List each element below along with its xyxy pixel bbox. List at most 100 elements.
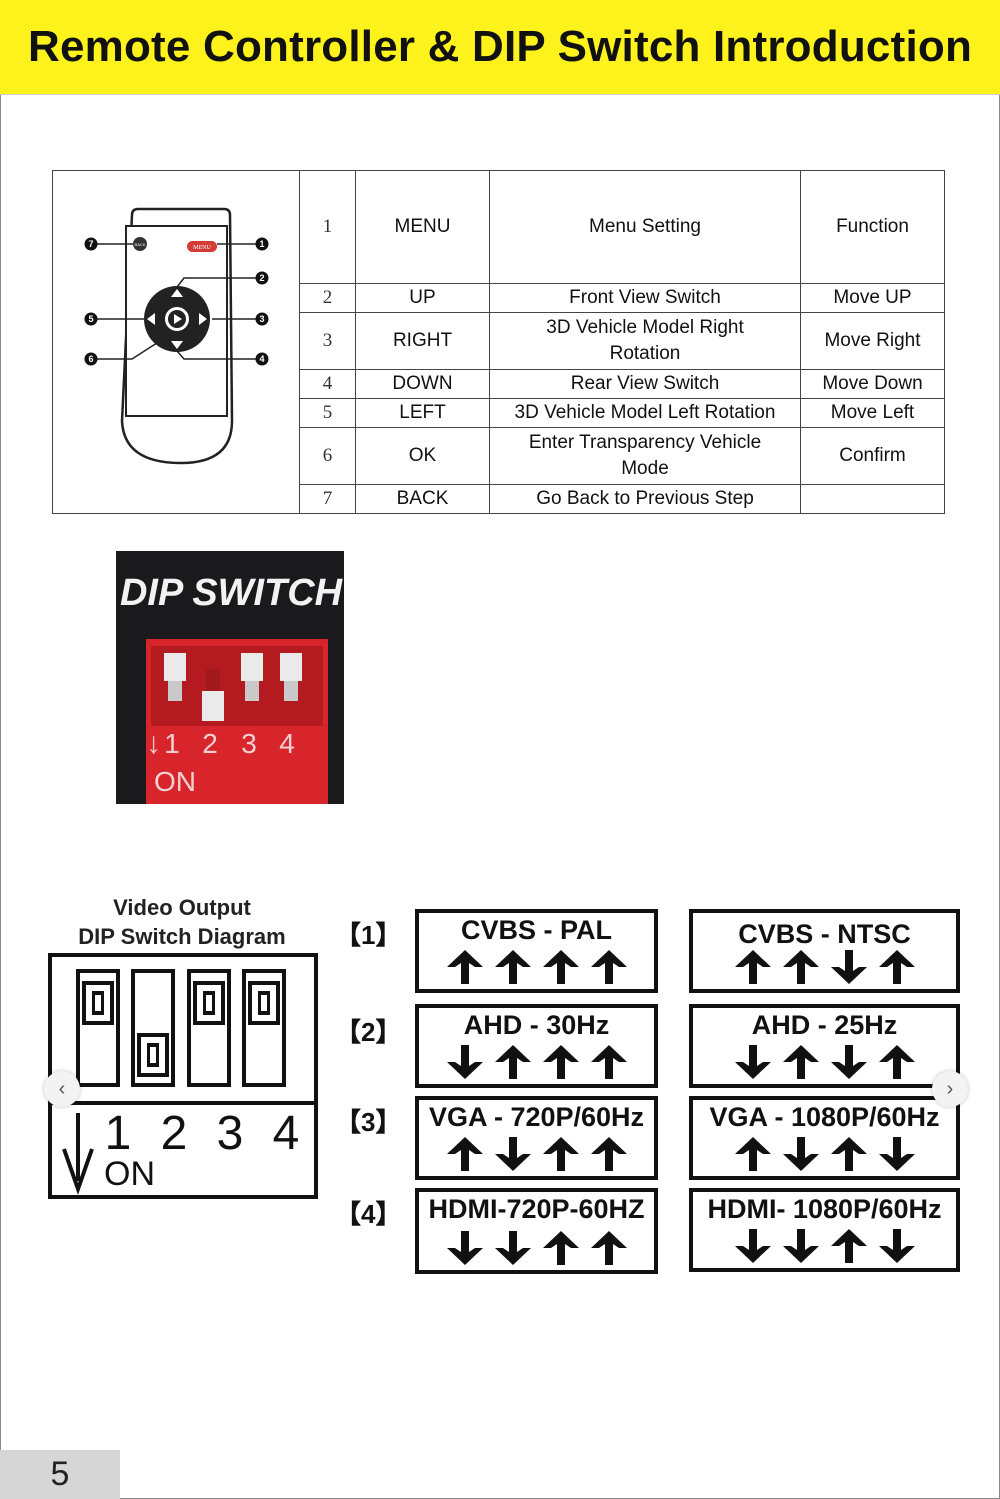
mode-label-1: 【1】 (335, 920, 402, 950)
row-function: Move UP (800, 282, 945, 313)
arrow-up-icon (542, 1231, 579, 1265)
arrow-up-icon (782, 950, 819, 984)
diagram-number: 3 (217, 1107, 244, 1160)
row-function: Function (800, 170, 945, 284)
mode-box: CVBS - PAL (415, 909, 658, 993)
row-description: Go Back to Previous Step (489, 484, 801, 514)
page-number: 5 (50, 1455, 70, 1493)
page-number-box: 5 (0, 1450, 120, 1499)
remote-illustration-cell: BACK MENU (52, 170, 300, 514)
arrow-row (693, 1136, 956, 1172)
dip-photo-toggle-1 (164, 653, 186, 681)
row-number: 6 (299, 426, 356, 486)
dip-photo-number: 1 (164, 728, 180, 759)
diagram-title: Video Output DIP Switch Diagram (48, 893, 316, 951)
arrow-down-icon (494, 1231, 531, 1265)
row-function: Move Left (800, 397, 945, 428)
arrow-up-icon (830, 1137, 867, 1171)
arrow-row (419, 1230, 654, 1266)
row-number: 2 (299, 282, 356, 313)
on-arrow-icon (62, 1148, 94, 1196)
dip-photo-toggle-2 (202, 691, 224, 721)
right-arrow-icon (198, 313, 207, 325)
diagram-title-line2: DIP Switch Diagram (78, 924, 286, 949)
remote-menu-label: MENU (193, 245, 211, 251)
table-row: 2 UP Front View Switch Move UP (53, 282, 945, 313)
mode-text: CVBS - NTSC (738, 919, 911, 949)
arrow-up-icon (542, 1045, 579, 1079)
row-number: 1 (299, 170, 356, 284)
arrow-up-icon (446, 1137, 483, 1171)
diagram-number: 1 (105, 1107, 132, 1160)
row-key: LEFT (355, 397, 490, 428)
table-row: 4 DOWN Rear View Switch Move Down (53, 369, 945, 399)
arrow-down-icon (734, 1045, 771, 1079)
next-button[interactable]: › (932, 1071, 968, 1107)
mode-box: AHD - 30Hz (415, 1004, 658, 1088)
mode-text: VGA - 720P/60Hz (428, 1102, 645, 1132)
arrow-up-icon (542, 950, 579, 984)
table-row: BACK MENU (52, 170, 945, 514)
arrow-down-icon (878, 1137, 915, 1171)
arrow-row (419, 1136, 654, 1172)
left-arrow-icon (146, 313, 155, 325)
row-function: Confirm (800, 426, 945, 486)
arrow-up-icon (878, 950, 915, 984)
dip-photo-on-label: ON (154, 766, 196, 797)
page-header: Remote Controller & DIP Switch Introduct… (0, 0, 1000, 95)
arrow-up-icon (590, 1137, 627, 1171)
arrow-down-icon (782, 1229, 819, 1263)
dip-photo-toggle-3 (241, 653, 263, 681)
arrow-up-icon (734, 1137, 771, 1171)
svg-text:3: 3 (259, 314, 264, 324)
diagram-title-line1: Video Output (113, 895, 251, 920)
mode-text: HDMI-720P-60HZ (428, 1194, 645, 1224)
prev-button[interactable]: ‹ (44, 1071, 80, 1107)
remote-back-label: BACK (134, 242, 145, 247)
mode-label-4: 【4】 (335, 1199, 402, 1229)
svg-text:6: 6 (88, 354, 93, 364)
arrow-down-icon (446, 1231, 483, 1265)
dip-photo-number: 3 (241, 728, 257, 759)
arrow-up-icon (782, 1045, 819, 1079)
row-function: Move Down (800, 369, 945, 399)
arrow-down-icon (734, 1229, 771, 1263)
table-row: 7 BACK Go Back to Previous Step (53, 484, 945, 514)
mode-box: HDMI- 1080P/60Hz (689, 1188, 960, 1272)
row-description: 3D Vehicle Model Left Rotation (489, 397, 801, 428)
dip-switch-diagram: 1 2 3 4 ON (48, 953, 318, 1199)
row-description: 3D Vehicle Model Right Rotation (489, 311, 801, 371)
arrow-up-icon (734, 950, 771, 984)
svg-text:1: 1 (259, 239, 264, 249)
svg-text:2: 2 (259, 273, 264, 283)
arrow-up-icon (878, 1045, 915, 1079)
mode-box: VGA - 720P/60Hz (415, 1096, 658, 1180)
mode-label-2: 【2】 (335, 1017, 402, 1047)
table-row: 3 RIGHT 3D Vehicle Model Right Rotation … (53, 311, 945, 371)
up-arrow-icon (170, 289, 183, 297)
row-key: UP (355, 282, 490, 313)
row-function: Move Right (800, 311, 945, 371)
diagram-number: 2 (161, 1107, 188, 1160)
row-key: RIGHT (355, 311, 490, 371)
mode-box: VGA - 1080P/60Hz (689, 1096, 960, 1180)
dip-photo-title: DIP SWITCH (120, 572, 344, 614)
arrow-row (693, 1044, 956, 1080)
arrow-row (419, 949, 654, 985)
dip-photo-number: 2 (202, 728, 218, 759)
svg-text:5: 5 (88, 314, 93, 324)
row-key: MENU (355, 170, 490, 284)
row-key: BACK (355, 484, 490, 514)
arrow-up-icon (590, 950, 627, 984)
row-key: OK (355, 426, 490, 486)
mode-text: VGA - 1080P/60Hz (709, 1102, 940, 1132)
arrow-up-icon (542, 1137, 579, 1171)
mode-label-3: 【3】 (335, 1107, 402, 1137)
diagram-on-label: ON (104, 1155, 155, 1193)
svg-text:7: 7 (88, 239, 93, 249)
chevron-left-icon: ‹ (58, 1077, 66, 1100)
callout-markers: 1 2 3 4 5 6 7 (84, 237, 268, 366)
mode-box: AHD - 25Hz (689, 1004, 960, 1088)
mode-box: CVBS - NTSC (689, 909, 960, 993)
arrow-down-icon (830, 1045, 867, 1079)
